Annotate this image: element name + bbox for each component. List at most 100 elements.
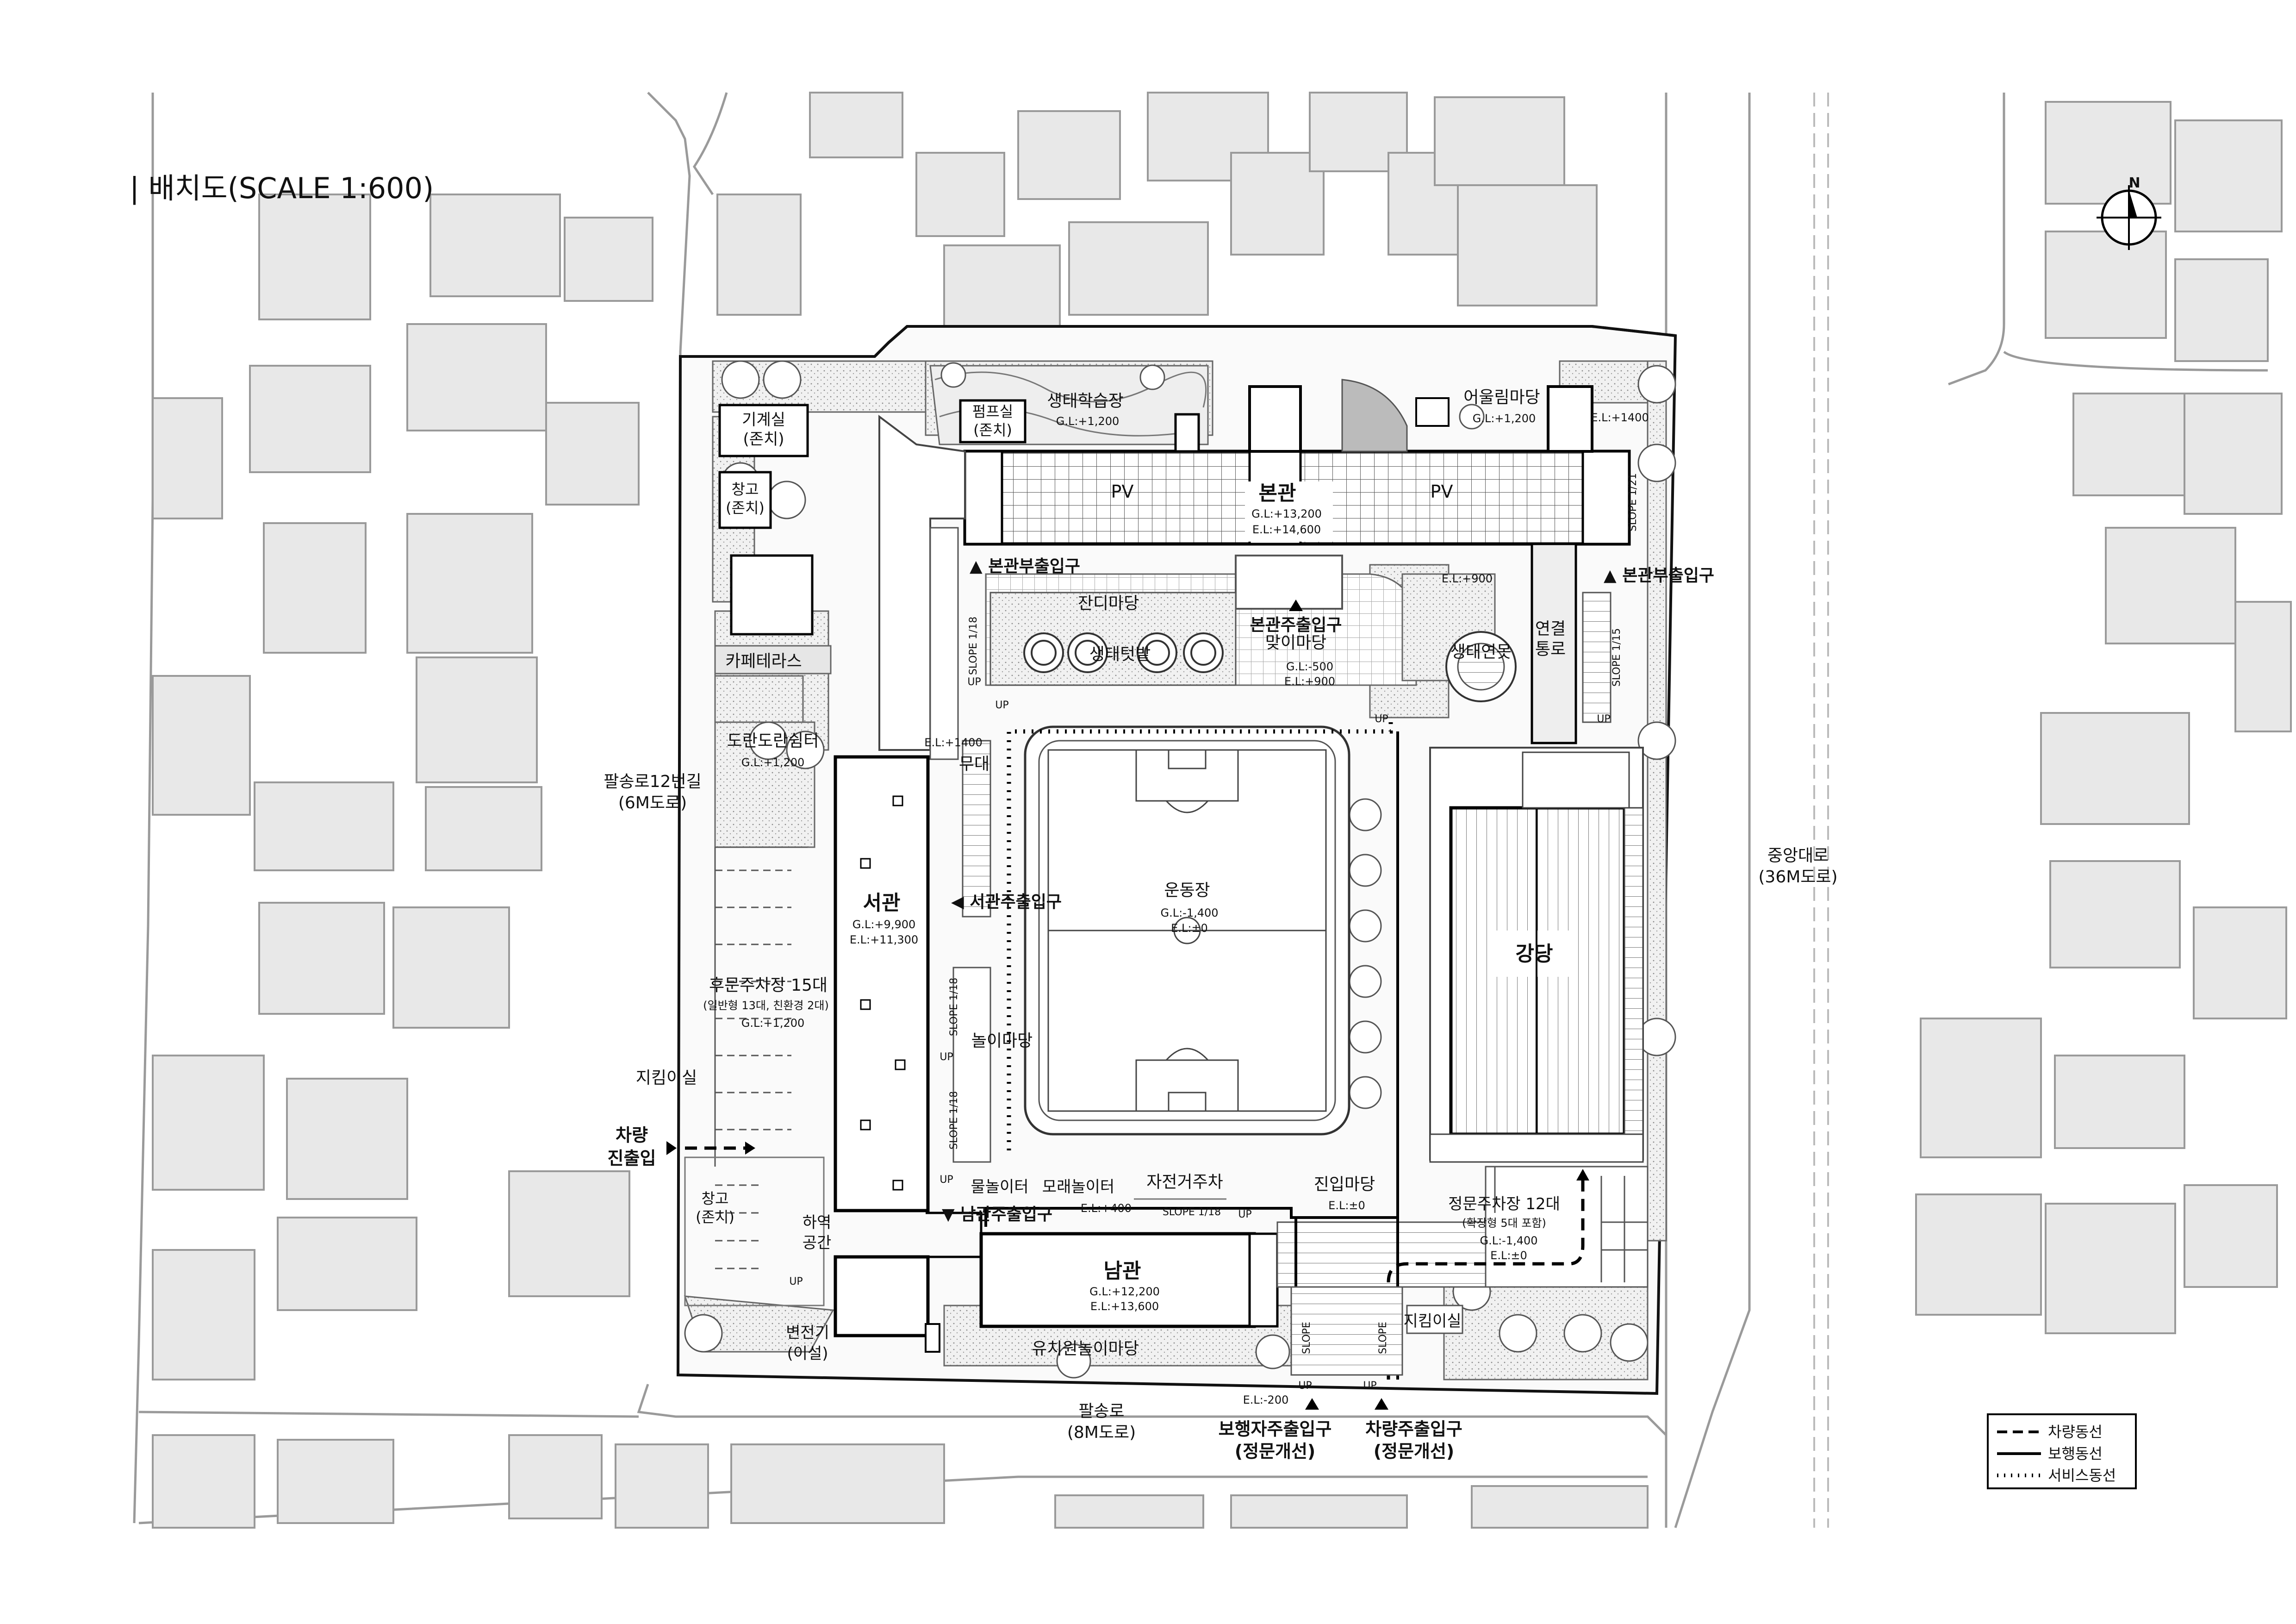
- harmony-yard-gl: G.L:+1,200: [1473, 412, 1536, 425]
- car-entrance-arrow: [1375, 1398, 1388, 1410]
- harmony-yard-label: 어울림마당: [1463, 388, 1540, 407]
- entry-plaza: [1276, 1221, 1487, 1288]
- machine-room-label-1: 기계실: [742, 411, 785, 429]
- kinder-play-label: 유치원놀이마당: [1032, 1339, 1139, 1358]
- slope-2: SLOPE 1/21: [1627, 473, 1639, 531]
- south-building-annex: [1248, 1232, 1279, 1328]
- legend-pedestrian-label: 보행동선: [2048, 1445, 2103, 1462]
- compass-north-label: N: [2128, 175, 2140, 191]
- south-road-label-1: 팔송로: [1078, 1402, 1124, 1421]
- ped-entrance-label-2: (정문개선): [1235, 1441, 1316, 1462]
- main-sub-entrance-east: ▲ 본관부출입구: [1604, 566, 1714, 585]
- auditorium-annex: [1624, 807, 1644, 1135]
- south-building-el: E.L:+13,600: [1090, 1300, 1159, 1313]
- unload-label-2: 공간: [803, 1234, 832, 1252]
- field-label: 운동장: [1164, 881, 1210, 900]
- west-building: [834, 755, 930, 1212]
- up-mark-3: UP: [1375, 713, 1388, 725]
- pump-room-label-2: (존치): [973, 421, 1012, 439]
- eco-learning-label: 생태학습장: [1047, 392, 1124, 411]
- front-parking-label: 정문주차장 12대: [1448, 1195, 1560, 1213]
- storage1-label-1: 창고: [732, 481, 759, 498]
- south-building-gl: G.L:+12,200: [1089, 1285, 1160, 1298]
- slope-8: SLOPE: [1377, 1322, 1389, 1354]
- legend-vehicle-label: 차량동선: [2048, 1423, 2103, 1441]
- ped-entrance-arrow: [1305, 1398, 1319, 1410]
- west-entrance-label: ◀ 서관주출입구: [951, 893, 1062, 912]
- vehicle-route-2: [1387, 1176, 1585, 1380]
- front-parking-gl: G.L:-1,400: [1480, 1234, 1537, 1247]
- up-mark-9: UP: [1298, 1380, 1312, 1392]
- slope-5: SLOPE 1/18: [948, 1091, 960, 1149]
- slope-6: SLOPE 1/18: [1163, 1206, 1221, 1218]
- entry-yard-el: E.L:±0: [1328, 1199, 1365, 1212]
- vehicle-entrance-label-1: 차량: [616, 1125, 648, 1145]
- main-building-el: E.L:+14,600: [1252, 523, 1321, 536]
- el400-label: E.L:+400: [1081, 1202, 1132, 1215]
- site-boundary-dash: [715, 325, 1676, 358]
- entry-yard-label: 진입마당: [1314, 1175, 1375, 1194]
- east-connector: [1531, 543, 1577, 744]
- lawn-yard-label: 잔디마당: [1078, 594, 1139, 613]
- east-ramp: [1582, 592, 1612, 723]
- cafe-block: [730, 554, 814, 636]
- stage-label: 무대: [959, 755, 989, 774]
- transformer-label-2: (이설): [787, 1344, 828, 1363]
- dorandoran-gl: G.L:+1,200: [741, 756, 805, 769]
- up-mark-6: UP: [940, 1174, 953, 1186]
- el200-label: E.L:-200: [1243, 1393, 1289, 1406]
- vehicle-entrance-label-2: 진출입: [608, 1148, 656, 1168]
- rear-parking-sub: (일반형 13대, 친환경 2대): [703, 999, 829, 1012]
- west-building-label: 서관: [863, 891, 901, 915]
- el1400-top-label: E.L:+1400: [1591, 411, 1649, 424]
- rear-parking-gl: G.L:+1,200: [741, 1017, 805, 1030]
- cafe-terrace: [714, 645, 832, 675]
- play-yard-label: 놀이마당: [971, 1031, 1033, 1050]
- stage-el: E.L:+1400: [924, 736, 982, 749]
- transformer-block: [925, 1323, 940, 1353]
- harmony-yard-box: [1415, 397, 1450, 427]
- west-south-block: [834, 1255, 930, 1337]
- guard-south: [1406, 1305, 1463, 1334]
- main-entrance-canopy: [1235, 555, 1343, 610]
- south-gate-steps: [1290, 1286, 1403, 1376]
- bike-parking-label: 자전거주차: [1146, 1173, 1223, 1192]
- pump-room: [959, 399, 1027, 443]
- trees: [684, 360, 1676, 1379]
- garden-circles: [1023, 632, 1224, 673]
- cafe-terrace-label: 카페테라스: [725, 652, 802, 671]
- up-mark-7: UP: [789, 1276, 803, 1287]
- west-road-label-2: (6M도로): [618, 793, 687, 812]
- connector-label-2: 통로: [1535, 640, 1566, 659]
- main-building-core-left: [964, 450, 1003, 545]
- slope-4: SLOPE 1/18: [948, 978, 960, 1036]
- main-label-bg: [1245, 481, 1333, 542]
- eco-learning-gl: G.L:+1,200: [1056, 415, 1120, 428]
- main-stair-tower-3: [1174, 413, 1200, 453]
- up-mark-10: UP: [1363, 1380, 1376, 1392]
- auditorium-label: 강당: [1516, 942, 1553, 966]
- slope-7: SLOPE: [1301, 1322, 1313, 1354]
- eco-garden-label: 생태텃밭: [1089, 645, 1151, 664]
- stage-area: [929, 527, 959, 760]
- transformer-label-1: 변전기: [786, 1324, 829, 1342]
- legend-service-label: 서비스동선: [2048, 1467, 2116, 1484]
- main-building-pv-right: PV: [1431, 481, 1453, 502]
- rear-parking-label: 후문주차장 15대: [709, 976, 828, 995]
- west-building-el: E.L:+11,300: [850, 933, 918, 946]
- unload-label-1: 하역: [803, 1213, 832, 1232]
- south-corridor: [926, 1212, 983, 1258]
- east-road-label-1: 중앙대로: [1767, 846, 1829, 865]
- up-mark-5: UP: [940, 1051, 953, 1063]
- field-el: E.L:±0: [1171, 922, 1208, 935]
- vehicle-entrance-arrow: [666, 1141, 677, 1155]
- storage2-label-1: 창고: [702, 1190, 729, 1207]
- context-centerline: [1813, 93, 1829, 1528]
- main-roof-curve: [1341, 379, 1408, 452]
- compass-icon: N: [2097, 175, 2161, 250]
- front-parking-area: [1485, 1166, 1649, 1288]
- south-entrance-label: ▼ 남관주출입구: [942, 1205, 1052, 1224]
- main-building-pv-left: PV: [1111, 481, 1134, 502]
- west-wing-connector: [878, 415, 966, 751]
